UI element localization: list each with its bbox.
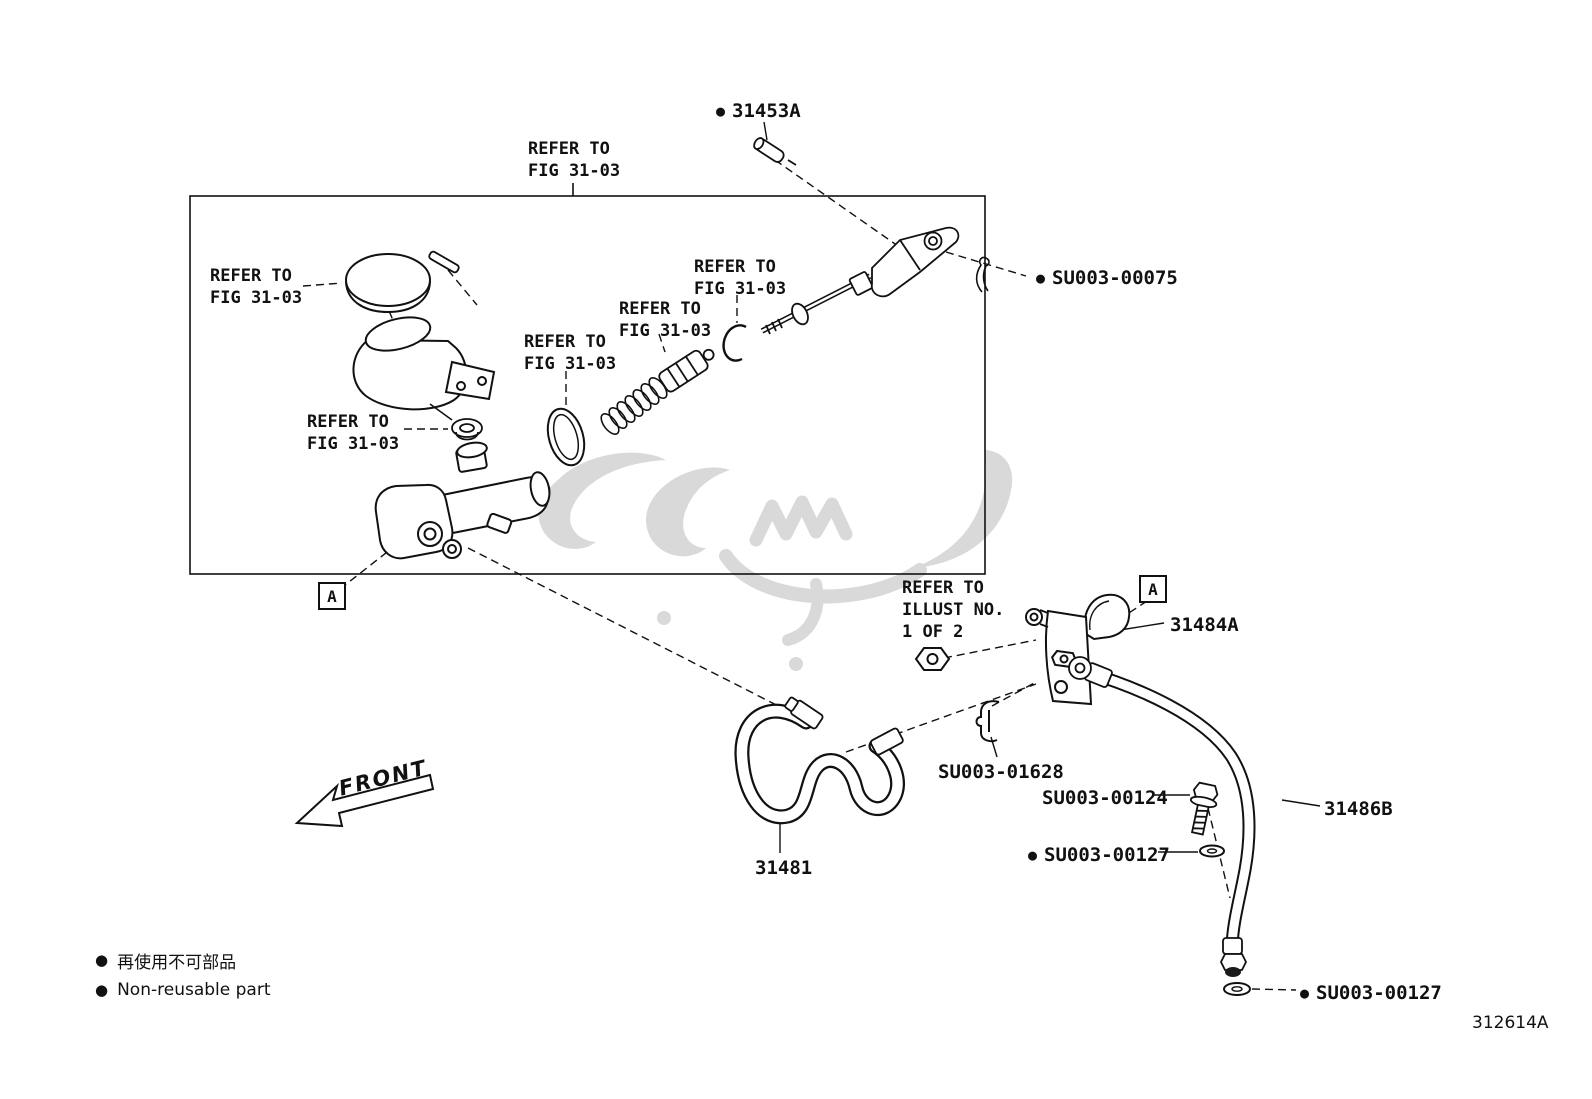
callout-31481: 31481: [755, 857, 813, 879]
gasket-washers-drawing: [1199, 844, 1251, 996]
push-rod-clevis-drawing: [760, 226, 960, 335]
hose-clip-drawing: [975, 700, 1000, 743]
non-reusable-bullet-icon: ●: [1036, 268, 1046, 287]
note-refer-illust: REFER TO ILLUST NO. 1 OF 2: [902, 578, 1005, 643]
callout-su003-00075: ● SU003-00075: [1036, 266, 1178, 291]
figure-number: 312614A: [1472, 1013, 1549, 1033]
non-reusable-bullet-icon: ●: [1300, 983, 1310, 1002]
reservoir-drawing: [352, 316, 496, 421]
spring-drawing: [600, 377, 668, 435]
parts-group-box: [189, 183, 986, 575]
clevis-pin-drawing: [753, 137, 797, 166]
callout-su003-00127-mid-text: SU003-00127: [1044, 844, 1170, 866]
callout-su003-00124: SU003-00124: [1042, 787, 1168, 809]
callout-31453A: ● 31453A: [716, 99, 801, 124]
cotter-pin-drawing: [975, 256, 990, 293]
clutch-hose-31481-drawing: [734, 696, 905, 825]
non-reusable-bullet-icon: ●: [95, 951, 109, 969]
note-refer-fig-top: REFER TO FIG 31-03: [528, 139, 621, 182]
master-cylinder-drawing: [374, 441, 551, 560]
non-reusable-bullet-icon: ●: [95, 980, 109, 999]
solid-leader-lines: [763, 121, 1321, 853]
clutch-hose-31486B-drawing: [1068, 656, 1256, 977]
front-arrow-icon: [294, 773, 435, 828]
callout-su003-00127-bottom: ● SU003-00127: [1300, 981, 1442, 1006]
non-reusable-bullet-icon: ●: [1028, 845, 1038, 864]
note-refer-fig-oring: REFER TO FIG 31-03: [524, 332, 617, 375]
section-marker-A-left: A: [318, 582, 346, 610]
piston-drawing: [658, 348, 715, 393]
note-refer-fig-cap: REFER TO FIG 31-03: [210, 266, 303, 309]
legend-row-en: ● Non-reusable part: [95, 980, 270, 1000]
note-refer-fig-snapring: REFER TO FIG 31-03: [694, 257, 787, 300]
legend: ● 再使用不可部品 ● Non-reusable part: [95, 948, 270, 1001]
callout-su003-00075-text: SU003-00075: [1052, 267, 1178, 289]
non-reusable-bullet-icon: ●: [716, 101, 726, 120]
small-pin-drawing: [428, 250, 460, 274]
callout-31486B: 31486B: [1324, 798, 1393, 820]
o-ring-drawing: [546, 407, 586, 467]
bolt-drawing: [1189, 781, 1219, 836]
legend-row-jp: ● 再使用不可部品: [95, 948, 270, 974]
callout-31453A-text: 31453A: [732, 100, 801, 122]
grommet-drawing: [451, 418, 483, 441]
callout-su003-00127-bottom-text: SU003-00127: [1316, 982, 1442, 1004]
legend-jp-text: 再使用不可部品: [117, 953, 237, 973]
legend-en-text: Non-reusable part: [117, 980, 271, 1000]
note-refer-fig-grommet: REFER TO FIG 31-03: [307, 412, 400, 455]
note-refer-fig-piston: REFER TO FIG 31-03: [619, 299, 712, 342]
callout-su003-01628: SU003-01628: [938, 761, 1064, 783]
flange-nut-drawing: [914, 647, 951, 671]
callout-su003-00127-mid: ● SU003-00127: [1028, 843, 1170, 868]
watermark-logo-icon: [538, 450, 1013, 671]
snap-ring-drawing: [722, 324, 747, 362]
callout-31484A: 31484A: [1170, 614, 1239, 636]
reservoir-cap-drawing: [345, 253, 431, 314]
section-marker-A-right: A: [1139, 575, 1167, 603]
